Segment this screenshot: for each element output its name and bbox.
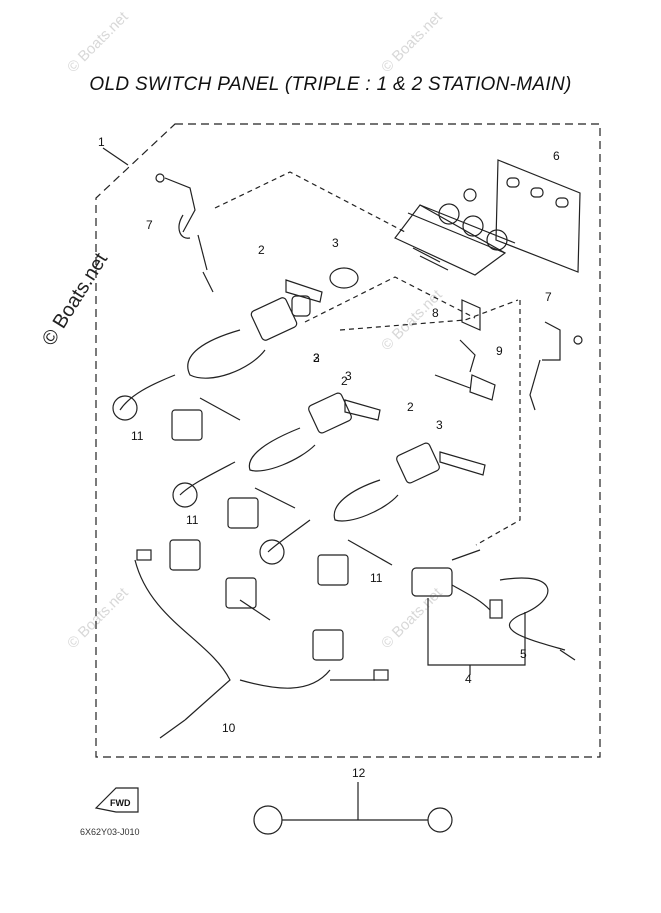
switch-panel-plate xyxy=(394,159,581,276)
callout: 3 xyxy=(332,236,339,250)
callout: 7 xyxy=(545,290,552,304)
extension-harness xyxy=(253,782,453,835)
leader-line xyxy=(102,147,129,166)
fwd-label: FWD xyxy=(110,798,131,808)
ground-lead-right xyxy=(529,321,583,411)
assembly-boundary xyxy=(95,123,601,758)
callout: 8 xyxy=(432,306,439,320)
diagram-code: 6X62Y03-J010 xyxy=(80,827,140,837)
emergency-stop-switch xyxy=(411,549,503,619)
callout: 10 xyxy=(222,721,236,735)
callout: 6 xyxy=(553,149,560,163)
diagram-title: OLD SWITCH PANEL (TRIPLE : 1 & 2 STATION… xyxy=(89,74,572,95)
callout: 11 xyxy=(131,429,144,443)
callout: 12 xyxy=(352,766,366,780)
callout: 7 xyxy=(146,218,153,232)
callout: 5 xyxy=(520,647,527,661)
callout: 3 xyxy=(345,369,352,383)
callout: 2 xyxy=(258,243,265,257)
callout: 3 xyxy=(313,351,320,365)
buzzer xyxy=(434,339,496,401)
fwd-arrow-icon xyxy=(94,787,139,813)
ground-lead-left xyxy=(155,173,214,293)
relay xyxy=(317,539,393,586)
callout: 3 xyxy=(436,418,443,432)
callout: 2 xyxy=(341,374,348,388)
wiring-harness xyxy=(134,539,389,739)
relay xyxy=(227,487,296,529)
relay xyxy=(171,397,241,441)
lanyard xyxy=(499,577,576,661)
callout: 11 xyxy=(370,571,383,585)
callout: 9 xyxy=(496,344,503,358)
callout: 1 xyxy=(98,135,105,149)
main-switch-3 xyxy=(259,442,486,565)
callout: 11 xyxy=(186,513,199,527)
bracket xyxy=(461,299,481,331)
callout: 2 xyxy=(313,351,320,365)
callout: 2 xyxy=(407,400,414,414)
main-switch-2 xyxy=(172,392,381,508)
main-switch-1 xyxy=(112,267,359,421)
callout: 4 xyxy=(465,672,472,686)
